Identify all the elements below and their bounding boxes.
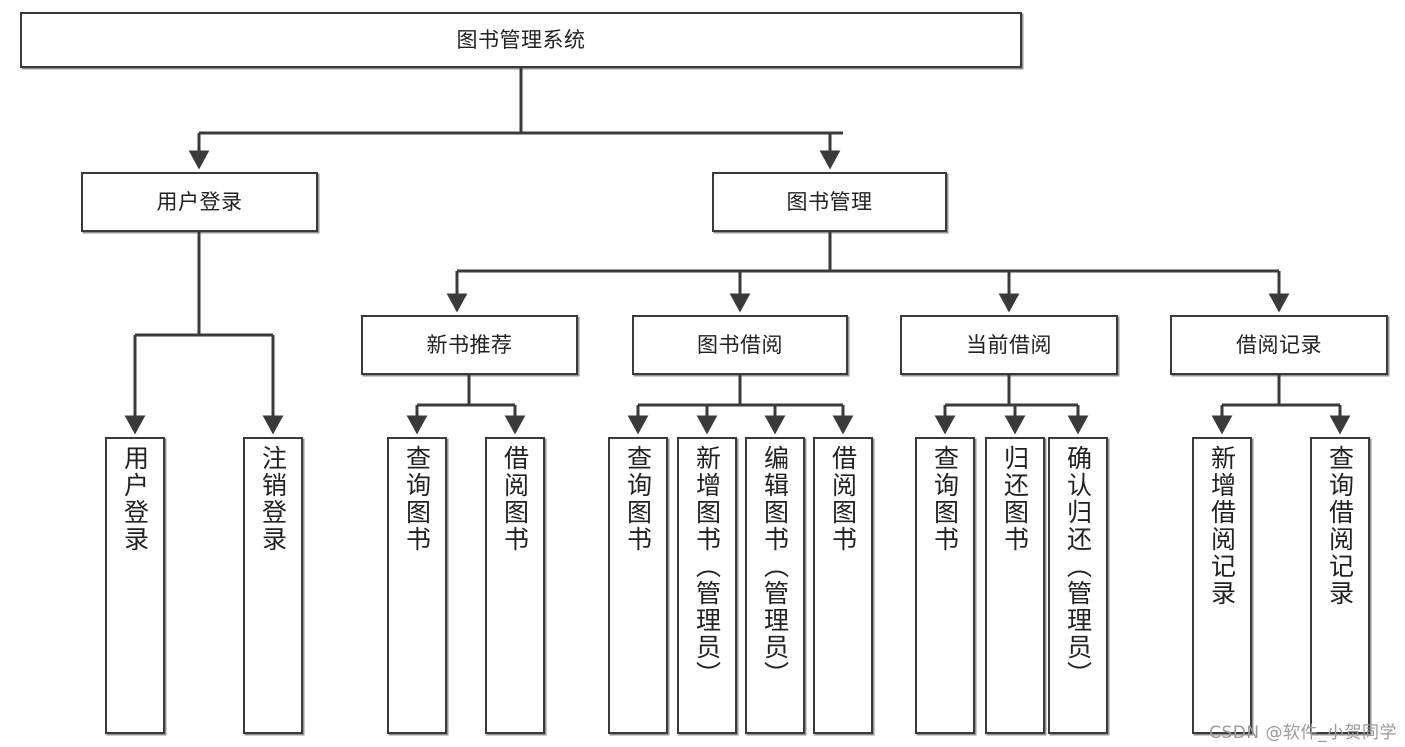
node-leaf-add-record-label: 新增借阅记录: [1207, 445, 1237, 607]
node-leaf-query-book-current-label: 查询图书: [930, 445, 960, 553]
node-leaf-user-login[interactable]: 用户登录: [105, 437, 165, 734]
node-leaf-user-login-label: 用户登录: [120, 445, 150, 553]
node-leaf-add-record[interactable]: 新增借阅记录: [1192, 437, 1252, 734]
watermark: CSDN @软件_小贺同学: [1209, 723, 1397, 743]
node-leaf-user-logout-label: 注销登录: [258, 445, 288, 553]
node-leaf-edit-book[interactable]: 编辑图书（管理员）: [745, 437, 805, 734]
node-borrow-record[interactable]: 借阅记录: [1170, 315, 1388, 375]
node-book-borrow-label: 图书借阅: [697, 332, 783, 357]
node-leaf-borrow-book-rec[interactable]: 借阅图书: [485, 437, 545, 734]
node-current-borrow-label: 当前借阅: [966, 332, 1052, 357]
node-leaf-borrow-book-label: 借阅图书: [828, 445, 858, 553]
node-user-login-label: 用户登录: [156, 189, 243, 214]
node-borrow-record-label: 借阅记录: [1236, 332, 1322, 357]
node-leaf-return-book[interactable]: 归还图书: [985, 437, 1045, 734]
node-leaf-borrow-book[interactable]: 借阅图书: [813, 437, 873, 734]
node-leaf-query-book-borrow[interactable]: 查询图书: [608, 437, 668, 734]
node-leaf-query-book-rec[interactable]: 查询图书: [387, 437, 447, 734]
node-leaf-add-book-label: 新增图书（管理员）: [692, 445, 722, 688]
node-book-manage[interactable]: 图书管理: [712, 172, 947, 232]
node-root-label: 图书管理系统: [456, 27, 586, 52]
node-root[interactable]: 图书管理系统: [20, 12, 1022, 68]
node-leaf-query-book-rec-label: 查询图书: [402, 445, 432, 553]
node-leaf-confirm-return[interactable]: 确认归还（管理员）: [1048, 437, 1108, 734]
node-leaf-query-record[interactable]: 查询借阅记录: [1310, 437, 1370, 734]
node-leaf-return-book-label: 归还图书: [1000, 445, 1030, 553]
node-leaf-add-book[interactable]: 新增图书（管理员）: [677, 437, 737, 734]
node-user-login[interactable]: 用户登录: [81, 172, 318, 232]
node-leaf-borrow-book-rec-label: 借阅图书: [500, 445, 530, 553]
node-current-borrow[interactable]: 当前借阅: [900, 315, 1118, 375]
node-leaf-user-logout[interactable]: 注销登录: [243, 437, 303, 734]
node-leaf-query-record-label: 查询借阅记录: [1325, 445, 1355, 607]
node-leaf-query-book-borrow-label: 查询图书: [623, 445, 653, 553]
node-new-book-rec[interactable]: 新书推荐: [361, 315, 578, 375]
node-leaf-confirm-return-label: 确认归还（管理员）: [1063, 445, 1093, 688]
node-leaf-query-book-current[interactable]: 查询图书: [915, 437, 975, 734]
node-new-book-rec-label: 新书推荐: [426, 332, 513, 357]
node-book-borrow[interactable]: 图书借阅: [632, 315, 848, 375]
node-leaf-edit-book-label: 编辑图书（管理员）: [760, 445, 790, 688]
node-book-manage-label: 图书管理: [786, 189, 873, 214]
